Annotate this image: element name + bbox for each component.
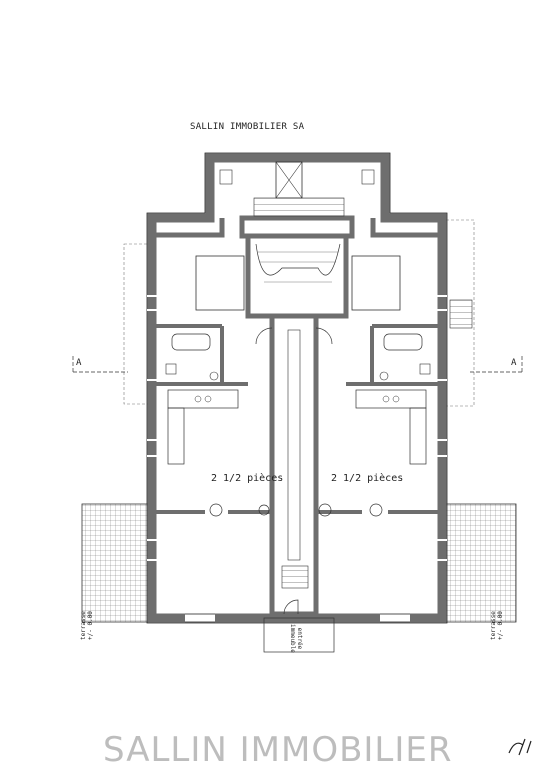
entrance-door [283,599,299,615]
apartment-left-label: 2 1/2 pièces [211,473,284,484]
terrace-left-name: terrasse [80,611,87,640]
bathroom-right-walls [346,324,442,386]
bathtub-right [383,333,423,351]
entrance-line1: entrée [296,627,303,650]
bed-left [195,255,245,311]
section-mark-right: A [511,358,517,368]
stair-shaft [275,161,303,199]
section-line-left [72,356,128,373]
terrace-left-level: +/- 0.00 [87,611,94,640]
entrance-steps [281,565,309,589]
bed-right [351,255,401,311]
apartment-right-label: 2 1/2 pièces [331,473,404,484]
terrace-right-level: +/- 0.00 [497,611,504,640]
entrance-box [263,617,335,653]
terrace-right-name: terrasse [490,611,497,640]
corridor-strip [287,329,301,561]
terrace-left-label: terrasse +/- 0.00 [80,611,94,640]
kitchen-right [355,389,427,409]
section-line-right [470,356,523,373]
terrace-right-paving [445,503,517,623]
terrace-right-label: terrasse +/- 0.00 [490,611,504,640]
entrance-line2: immeuble [289,624,296,653]
terrace-left-paving [81,503,153,623]
bathtub-left [171,333,211,351]
section-mark-left: A [76,358,82,368]
footer-watermark: SALLIN IMMOBILIER [103,730,453,770]
building-outer-wall [147,153,447,623]
exterior-steps-right [449,299,473,329]
building-outline [146,152,448,624]
upper-inner-walls [152,215,442,239]
company-header: SALLIN IMMOBILIER SA [190,122,305,132]
bathroom-left-walls [152,324,248,386]
kitchen-left [167,389,239,409]
central-corridor [269,313,319,617]
entrance-label: entrée immeuble [289,624,303,653]
stair-flight-top [253,197,345,217]
page-mark-icon [508,738,532,756]
stair-core [245,233,349,319]
